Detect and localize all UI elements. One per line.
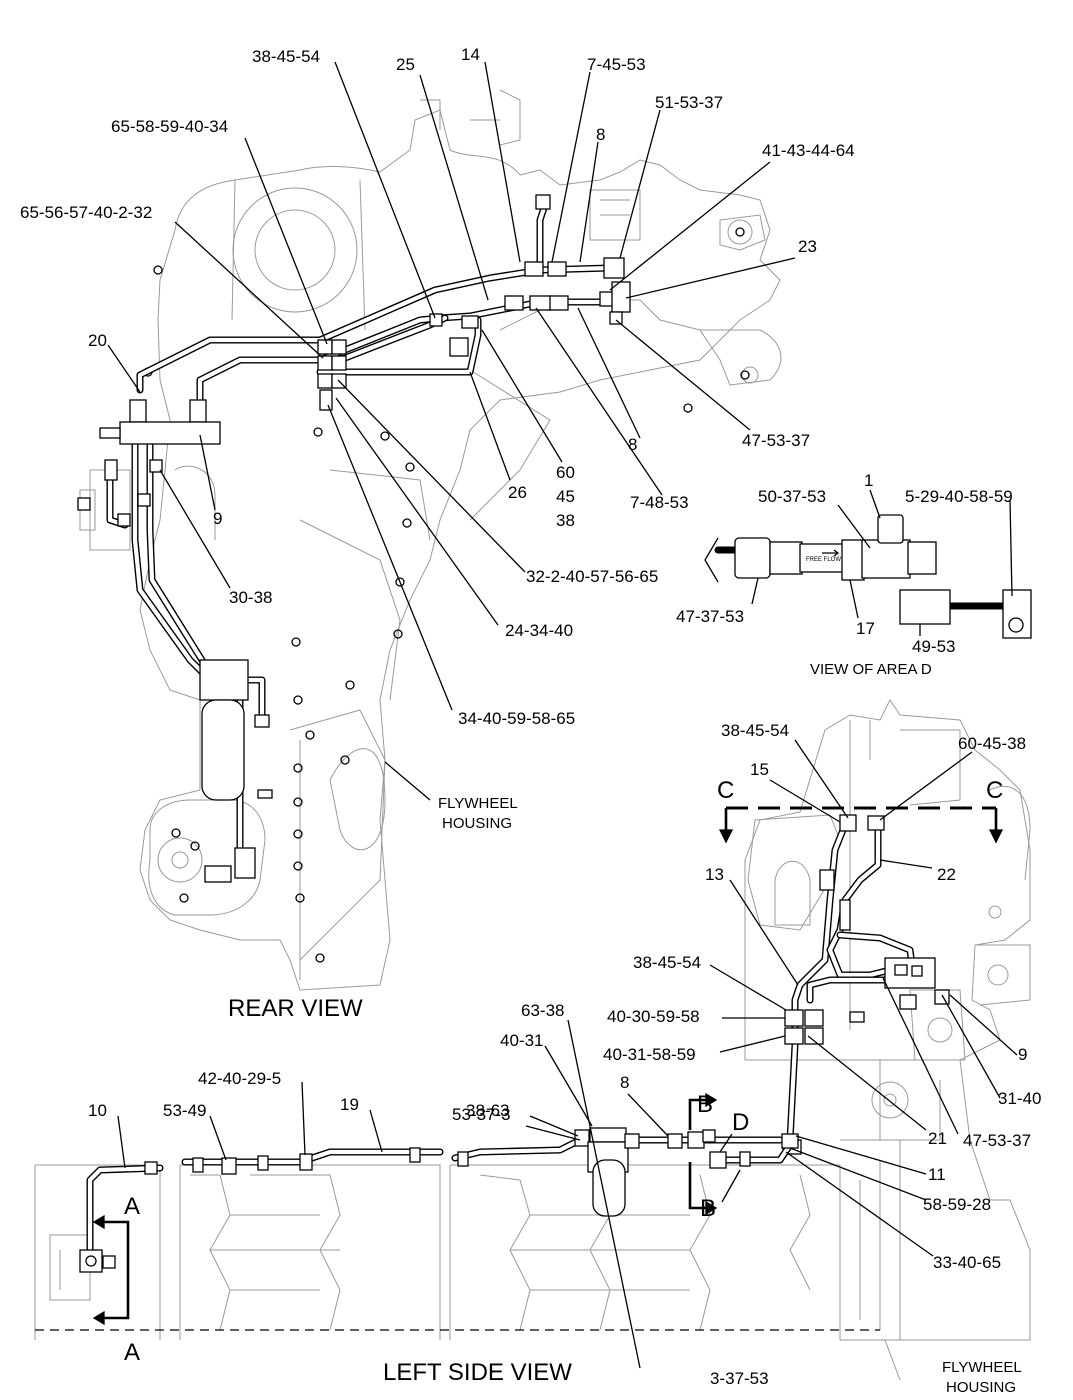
left-callout-19: 19: [340, 1095, 359, 1114]
area-d-callout-47-37-53: 47-37-53: [676, 607, 744, 626]
callout-26: 26: [508, 483, 527, 502]
area-d-lower-fitting: [899, 589, 951, 625]
left-view-callouts: 38-45-54 40-30-59-58 40-31-58-59 63-38 4…: [88, 953, 1041, 1396]
callout-38-45-54: 38-45-54: [252, 47, 320, 66]
rear-view-engine-outline: [79, 89, 782, 991]
area-d-bracket: [1002, 589, 1032, 639]
section-b-label-top: B: [697, 1091, 713, 1118]
callout-34-40-59-58-65: 34-40-59-58-65: [458, 709, 575, 728]
flywheel-housing-label-left-line2: HOUSING: [946, 1379, 1016, 1396]
callout-23: 23: [798, 237, 817, 256]
left-view-leaders: [117, 964, 1018, 1369]
view-c-callout-22: 22: [937, 865, 956, 884]
flywheel-housing-label-left-line1: FLYWHEEL: [942, 1359, 1022, 1376]
section-a-label-top: A: [124, 1193, 140, 1220]
callout-14: 14: [461, 45, 480, 64]
left-callout-40-31: 40-31: [500, 1031, 543, 1050]
callout-32-2-40-57-56-65: 32-2-40-57-56-65: [526, 567, 658, 586]
left-view-engine-outline: [34, 1081, 909, 1381]
callout-38: 38: [556, 511, 575, 530]
callout-60: 60: [556, 463, 575, 482]
callout-8-lower: 8: [628, 435, 637, 454]
area-d-solenoid-body: [861, 539, 911, 579]
left-callout-40-30-59-58: 40-30-59-58: [607, 1007, 700, 1026]
area-d-callout-50-37-53: 50-37-53: [758, 487, 826, 506]
left-callout-38-45-54: 38-45-54: [633, 953, 701, 972]
flywheel-housing-label-rear-line1: FLYWHEEL: [438, 795, 518, 812]
view-c-leaders: 38-45-54 60-45-38 15 22 13: [705, 721, 1026, 986]
left-callout-10: 10: [88, 1101, 107, 1120]
area-d-marker-label: D: [732, 1109, 749, 1136]
valve-free-flow-text: FREE FLOW: [806, 557, 841, 563]
callout-65-58-59-40-34: 65-58-59-40-34: [111, 117, 228, 136]
rear-view-fittings: [77, 194, 631, 883]
view-c-callout-13: 13: [705, 865, 724, 884]
view-c-callout-38-45-54: 38-45-54: [721, 721, 789, 740]
left-callout-53-49: 53-49: [163, 1101, 206, 1120]
rear-view-bolts: [143, 227, 750, 963]
section-b-marker: B B D: [688, 1091, 749, 1222]
left-callout-38-63: 38-63: [466, 1101, 509, 1120]
left-callout-33-40-65: 33-40-65: [933, 1253, 1001, 1272]
left-callout-31-40: 31-40: [998, 1089, 1041, 1108]
view-c-engine-outline: [744, 699, 1031, 1341]
left-callout-40-31-58-59: 40-31-58-59: [603, 1045, 696, 1064]
callout-41-43-44-64: 41-43-44-64: [762, 141, 855, 160]
left-callout-9: 9: [1018, 1045, 1027, 1064]
area-d-title: VIEW OF AREA D: [810, 661, 932, 678]
callout-30-38: 30-38: [229, 588, 272, 607]
left-callout-8: 8: [620, 1073, 629, 1092]
area-d-fitting-right: [907, 541, 937, 575]
callout-9: 9: [213, 509, 222, 528]
view-c-callout-15: 15: [750, 760, 769, 779]
left-callout-3-37-53: 3-37-53: [710, 1369, 769, 1388]
area-d-fitting-left: [734, 537, 771, 579]
rear-view-title: REAR VIEW: [228, 995, 363, 1022]
area-d-callout-1: 1: [864, 471, 873, 490]
callout-7-45-53: 7-45-53: [587, 55, 646, 74]
callout-24-34-40: 24-34-40: [505, 621, 573, 640]
left-view-fittings: [79, 1127, 799, 1273]
left-callout-63-38: 63-38: [521, 1001, 564, 1020]
callout-20: 20: [88, 331, 107, 350]
callout-25: 25: [396, 55, 415, 74]
area-d-check-valve: [799, 543, 846, 573]
rear-view-leaders: [107, 61, 796, 801]
section-c-marker: C C: [717, 777, 1003, 844]
left-side-view-title: LEFT SIDE VIEW: [383, 1359, 572, 1386]
callout-51-53-37: 51-53-37: [655, 93, 723, 112]
area-d-callout-49-53: 49-53: [912, 637, 955, 656]
section-a-label-bottom: A: [124, 1339, 140, 1366]
area-d-fitting-middle: [841, 539, 865, 581]
flywheel-housing-label-rear-line2: HOUSING: [442, 815, 512, 832]
left-callout-21: 21: [928, 1129, 947, 1148]
callout-7-48-53: 7-48-53: [630, 493, 689, 512]
callout-65-56-57-40-2-32: 65-56-57-40-2-32: [20, 203, 152, 222]
callout-8-top: 8: [596, 125, 605, 144]
area-d-solenoid-top: [877, 514, 904, 544]
left-callout-47-53-37: 47-53-37: [963, 1131, 1031, 1150]
view-c-callout-60-45-38: 60-45-38: [958, 734, 1026, 753]
area-d-hex-nut: [769, 541, 803, 575]
section-c-label-right: C: [986, 777, 1003, 804]
section-c-label-left: C: [717, 777, 734, 804]
callout-45: 45: [556, 487, 575, 506]
left-callout-42-40-29-5: 42-40-29-5: [198, 1069, 281, 1088]
left-callout-53-37-3: 53-37-3: [452, 1105, 511, 1124]
section-a-marker: A A: [92, 1193, 140, 1366]
left-callout-11: 11: [928, 1165, 946, 1184]
callout-47-53-37: 47-53-37: [742, 431, 810, 450]
section-b-label-bottom: B: [700, 1195, 716, 1222]
area-d-detail: FREE FLOW 1 50-37-53 5-29-40-58-59 47-37…: [676, 471, 1032, 678]
area-d-callout-5-29-40-58-59: 5-29-40-58-59: [905, 487, 1013, 506]
view-c-fittings: [782, 814, 950, 1155]
area-d-callout-17: 17: [856, 619, 875, 638]
rear-view-callouts: 38-45-54 25 14 7-45-53 51-53-37 65-58-59…: [20, 45, 855, 1022]
left-callout-58-59-28: 58-59-28: [923, 1195, 991, 1214]
